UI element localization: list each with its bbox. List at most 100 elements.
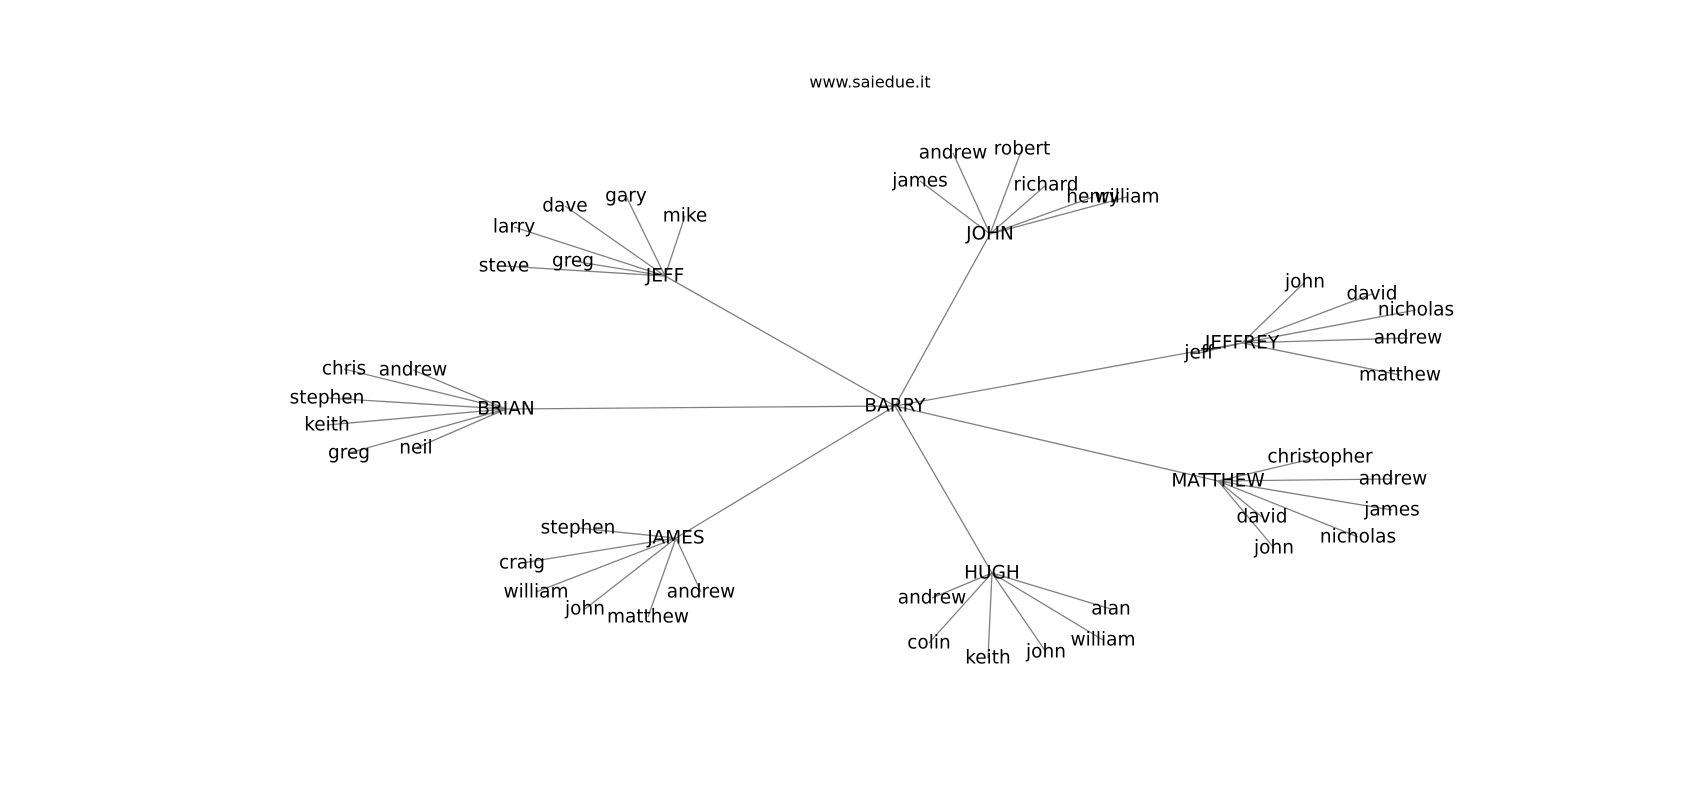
edge-jeff-dave <box>564 205 666 277</box>
edge-jeff-gary <box>625 195 666 277</box>
edge-james-craig <box>521 537 677 564</box>
edge-matthew-john <box>1217 480 1275 549</box>
edge-john-henry <box>989 196 1094 235</box>
leaf-node-jeff-gary: gary <box>605 186 647 207</box>
leaf-node-jeff-mike: mike <box>663 206 708 227</box>
edge-john-james <box>919 180 991 235</box>
leaf-node-brian-chris: chris <box>322 359 366 380</box>
edge-jeffrey-david <box>1241 293 1373 344</box>
watermark-caption: www.saiedue.it <box>809 73 930 92</box>
edge-jeffrey-matthew <box>1241 342 1401 376</box>
leaf-node-hugh-alan: alan <box>1091 599 1131 620</box>
leaf-node-jeff-greg: greg <box>552 251 594 272</box>
hub-node-jeffrey: JEFFREY <box>1204 333 1280 354</box>
leaf-node-jeffrey-nicholas: nicholas <box>1378 300 1454 321</box>
edge-jeffrey-jeff <box>1198 342 1243 354</box>
edge-john-andrew <box>952 152 991 235</box>
edge-matthew-christopher <box>1217 456 1321 482</box>
leaf-node-matthew-nicholas: nicholas <box>1320 527 1396 548</box>
edge-james-john <box>584 537 677 610</box>
leaf-node-jeff-steve: steve <box>479 256 530 277</box>
leaf-node-jeffrey-jeff: jeff <box>1183 343 1215 364</box>
leaf-node-hugh-john: john <box>1025 642 1066 663</box>
leaf-node-hugh-andrew: andrew <box>898 588 967 609</box>
leaf-node-john-william: william <box>1094 187 1159 208</box>
leaf-node-jeffrey-david: david <box>1347 284 1398 305</box>
leaf-node-john-robert: robert <box>994 139 1051 160</box>
edge-brian-neil <box>415 408 507 449</box>
edge-root-james <box>675 405 896 539</box>
leaf-node-jeffrey-andrew: andrew <box>1374 328 1443 349</box>
leaf-node-matthew-andrew: andrew <box>1359 469 1428 490</box>
edge-james-matthew <box>647 537 677 618</box>
edge-jeff-steve <box>503 265 666 277</box>
edge-james-stephen <box>577 527 677 539</box>
edge-brian-chris <box>343 368 507 410</box>
edge-hugh-andrew <box>931 572 993 599</box>
edge-root-matthew <box>894 405 1219 482</box>
leaf-node-hugh-keith: keith <box>965 648 1011 669</box>
edge-brian-andrew <box>412 369 507 410</box>
hub-node-hugh: HUGH <box>964 563 1020 584</box>
leaf-node-james-matthew: matthew <box>607 607 689 628</box>
edge-jeff-mike <box>664 215 686 277</box>
edge-jeff-larry <box>513 226 666 277</box>
edge-hugh-john <box>991 572 1047 653</box>
leaf-node-brian-keith: keith <box>304 415 350 436</box>
edge-root-hugh <box>894 405 993 574</box>
hub-node-john: JOHN <box>965 224 1014 245</box>
edge-root-jeffrey <box>894 342 1243 407</box>
edge-brian-stephen <box>326 397 507 410</box>
hub-node-james: JAMES <box>646 528 704 549</box>
leaf-node-jeff-dave: dave <box>542 196 587 217</box>
edge-jeffrey-andrew <box>1241 337 1409 344</box>
edge-hugh-william <box>991 572 1104 641</box>
hub-node-jeff: JEFF <box>645 266 684 287</box>
edge-root-john <box>894 233 991 407</box>
hub-node-brian: BRIAN <box>477 399 535 420</box>
edge-matthew-andrew <box>1217 478 1394 482</box>
edge-john-william <box>989 196 1128 235</box>
edge-matthew-nicholas <box>1217 480 1359 538</box>
leaf-node-james-stephen: stephen <box>541 518 616 539</box>
leaf-node-james-john: john <box>564 599 605 620</box>
leaf-node-james-william: william <box>503 582 568 603</box>
leaf-node-matthew-christopher: christopher <box>1267 447 1373 468</box>
edge-hugh-colin <box>928 572 993 644</box>
edge-jeffrey-john <box>1241 281 1306 344</box>
edge-james-andrew <box>675 537 702 593</box>
edge-root-brian <box>505 405 896 410</box>
leaf-node-hugh-william: william <box>1070 630 1135 651</box>
edge-brian-keith <box>326 408 507 426</box>
edge-matthew-james <box>1217 480 1393 511</box>
leaf-node-james-andrew: andrew <box>667 582 736 603</box>
edge-brian-greg <box>348 408 507 454</box>
leaf-node-jeff-larry: larry <box>493 217 535 238</box>
leaf-node-james-craig: craig <box>499 553 545 574</box>
leaf-node-jeffrey-john: john <box>1284 272 1325 293</box>
edge-root-jeff <box>664 275 896 407</box>
edge-jeff-greg <box>572 260 666 277</box>
leaf-node-matthew-david: david <box>1237 507 1288 528</box>
leaf-node-brian-stephen: stephen <box>290 388 365 409</box>
leaf-node-john-james: james <box>891 171 948 192</box>
leaf-node-matthew-john: john <box>1253 538 1294 559</box>
edge-jeffrey-nicholas <box>1241 309 1417 344</box>
edge-hugh-keith <box>987 572 993 659</box>
leaf-node-brian-greg: greg <box>328 443 370 464</box>
edge-hugh-alan <box>991 572 1112 610</box>
leaf-node-john-richard: richard <box>1013 175 1078 196</box>
edge-layer <box>326 148 1417 659</box>
leaf-node-john-andrew: andrew <box>919 143 988 164</box>
edge-james-william <box>535 537 677 593</box>
leaf-node-matthew-james: james <box>1363 500 1420 521</box>
leaf-node-hugh-colin: colin <box>907 633 951 654</box>
leaf-node-john-henry: henry <box>1066 187 1119 208</box>
leaf-node-jeffrey-matthew: matthew <box>1359 365 1441 386</box>
edge-matthew-david <box>1217 480 1263 518</box>
hub-node-matthew: MATTHEW <box>1171 471 1264 492</box>
leaf-node-brian-andrew: andrew <box>379 360 448 381</box>
edge-john-robert <box>989 148 1023 235</box>
